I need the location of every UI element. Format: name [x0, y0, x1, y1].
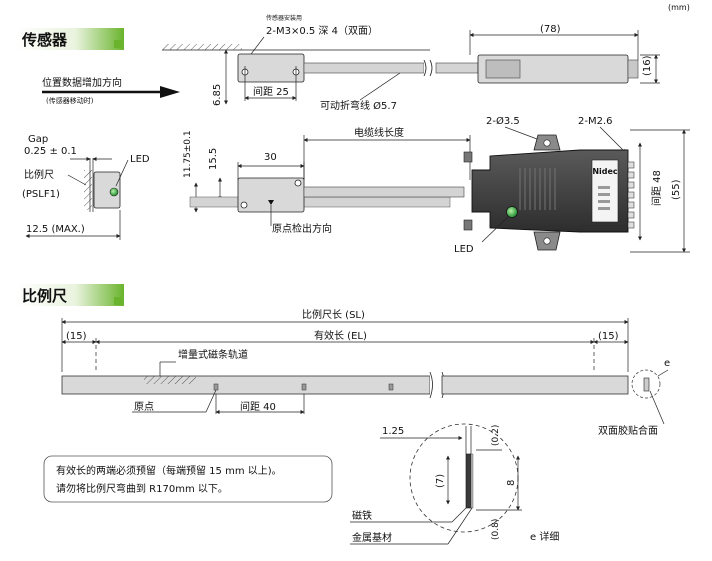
detail-marker-label: e	[664, 358, 670, 369]
tap-label: 2-M2.6	[578, 116, 613, 127]
hole-label: 2-Ø3.5	[486, 115, 520, 127]
gap-label: Gap	[28, 134, 48, 145]
led-icon	[109, 187, 119, 197]
sensor-top-view: 传感器安装用 2-M3×0.5 深 4（双面） 间距 25 6.85 可动折弯线…	[162, 14, 479, 112]
scale-model: (PSLF1)	[22, 189, 60, 200]
base-label: 金属基材	[352, 531, 392, 544]
connector-front-view: 2-Ø3.5 2-M2.6 Nidec	[454, 115, 690, 255]
pitch-25: 间距 25	[253, 85, 289, 98]
mount-tap-label: 2-M3×0.5 深 4（双面）	[266, 25, 378, 37]
dim-0-2: (0.2)	[491, 425, 501, 446]
cable-top	[303, 62, 425, 74]
sensor-title: 传感器	[21, 31, 68, 49]
dim-11-75: 11.75±0.1	[183, 130, 193, 178]
scale-label: 比例尺	[24, 168, 54, 181]
detail-title: e 详细	[530, 530, 559, 543]
led-label-box: LED	[454, 244, 474, 255]
dim-16: (16)	[642, 55, 653, 76]
origin-dir: 原点检出方向	[272, 222, 332, 235]
dim-12-5: 12.5 (MAX.)	[26, 224, 85, 235]
dim-0-8: (0.8)	[491, 519, 501, 540]
margin-right: (15)	[598, 331, 619, 342]
dim-8: 8	[506, 480, 517, 486]
base-layer	[470, 453, 474, 509]
pitch-40: 间距 40	[240, 400, 276, 413]
scale-strip-front	[189, 196, 451, 208]
detail-marker: e 双面胶贴合面	[598, 358, 670, 437]
margin-left: (15)	[66, 331, 87, 342]
connector-label-plate	[591, 159, 619, 223]
cable-note: 可动折弯线 Ø5.7	[320, 99, 397, 112]
pitch-48: 间距 48	[650, 170, 663, 206]
note-line-2: 请勿将比例尺弯曲到 R170mm 以下。	[56, 482, 228, 495]
detail-circle: 1.25 (0.2) 8 (7) (0.8) 磁铁 金属基材 e 详细	[350, 423, 559, 545]
magnet-label: 磁铁	[352, 509, 372, 522]
cable-length: 电缆线长度	[354, 126, 404, 139]
dim-1-25: 1.25	[382, 426, 404, 437]
direction-sub: (传感器移动时)	[46, 96, 94, 105]
dim-30: 30	[264, 152, 277, 163]
dim-6-85: 6.85	[212, 84, 223, 106]
total-length: 比例尺长 (SL)	[302, 308, 365, 321]
dim-7: (7)	[435, 474, 446, 488]
magnet-layer	[465, 453, 472, 509]
connector-top-view: (78) (16)	[469, 24, 660, 84]
sensor-head-top	[237, 53, 305, 83]
led-label-side: LED	[130, 154, 150, 165]
effective-length: 有效长 (EL)	[314, 329, 367, 342]
unit-note: (mm)	[668, 3, 690, 12]
tape-label: 双面胶贴合面	[598, 424, 658, 437]
sensor-head-side	[93, 171, 121, 209]
origin-label: 原点	[134, 401, 154, 413]
scale-title: 比例尺	[22, 287, 67, 305]
note-box: 有效长的两端必须预留（每端预留 15 mm 以上)。 请勿将比例尺弯曲到 R17…	[43, 455, 333, 503]
track-label: 增量式磁条轨道	[178, 348, 248, 361]
scale-strip: 比例尺长 (SL) (15) 有效长 (EL) (15) 增量式磁条轨道 原点 …	[61, 308, 629, 415]
gap-value: 0.25 ± 0.1	[24, 146, 77, 157]
direction-label: 位置数据增加方向	[42, 76, 122, 89]
dim-55: (55)	[671, 179, 682, 200]
scale-section-title: 比例尺	[16, 284, 124, 306]
cable-front	[303, 186, 465, 198]
brand-text: Nidec	[592, 167, 618, 176]
note-line-1: 有效长的两端必须预留（每端预留 15 mm 以上)。	[56, 464, 282, 477]
sensor-section-title: 传感器	[16, 28, 124, 50]
mount-tap-small: 传感器安装用	[266, 14, 302, 22]
sensor-side-view: Gap 0.25 ± 0.1 比例尺 (PSLF1) LED 12.5 (MAX…	[22, 134, 150, 240]
direction-arrow: 位置数据增加方向 (传感器移动时)	[42, 76, 180, 105]
dim-15-5: 15.5	[208, 148, 219, 170]
magnetic-track	[144, 376, 196, 384]
led-indicator-icon	[506, 206, 518, 218]
sensor-front-view: 11.75±0.1 15.5 30 原点检出方向 电缆线长度	[183, 126, 471, 235]
dim-78: (78)	[540, 24, 561, 35]
